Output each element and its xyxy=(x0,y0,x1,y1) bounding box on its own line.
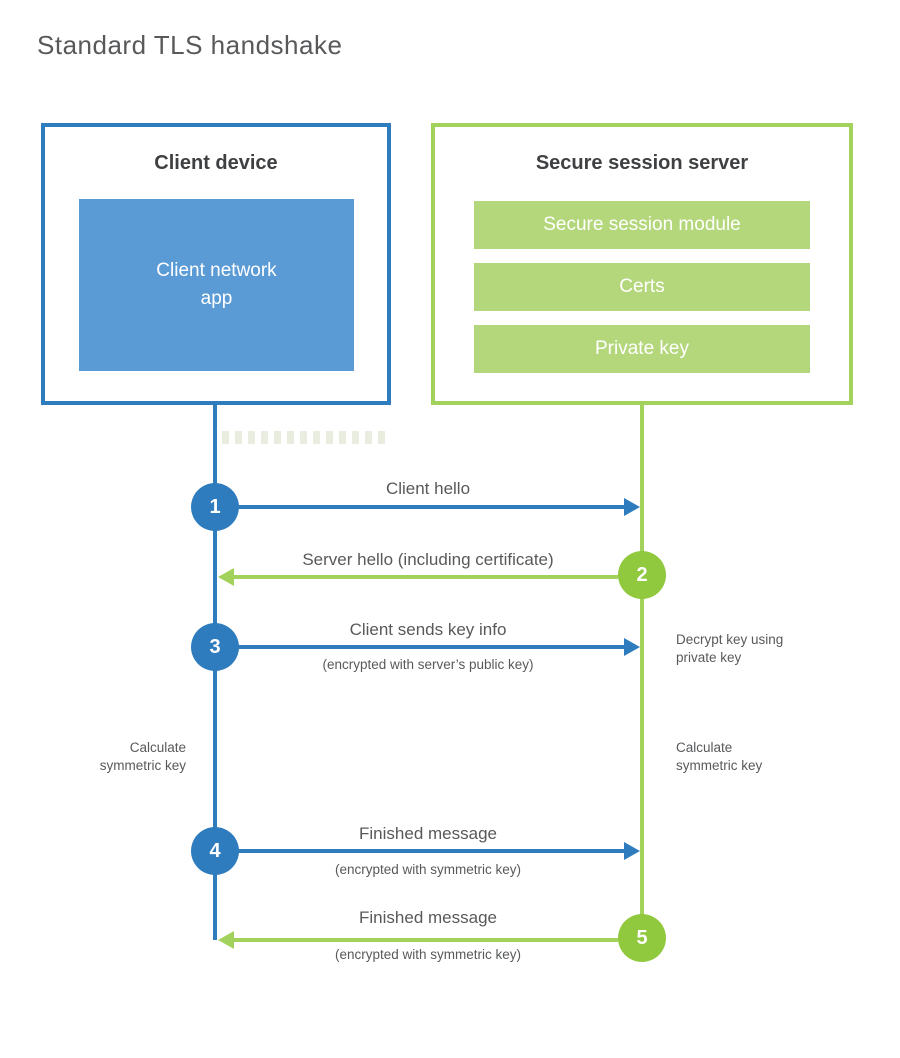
client-network-app-label: Client network app xyxy=(156,260,277,309)
message-sublabel-finished-client: (encrypted with symmetric key) xyxy=(334,862,522,877)
arrowhead-left-icon xyxy=(218,931,234,949)
step-number: 1 xyxy=(209,495,221,518)
message-label-server-hello: Server hello (including certificate) xyxy=(302,550,554,569)
server-module-label: Secure session module xyxy=(543,214,741,235)
note-decrypt-key: Decrypt key using private key xyxy=(676,632,784,665)
step-number: 4 xyxy=(209,839,221,862)
arrow-client-hello xyxy=(215,505,625,509)
client-device-title: Client device xyxy=(154,152,278,174)
arrow-finished-server xyxy=(234,938,618,942)
server-module-private-key: Private key xyxy=(474,325,810,373)
message-sublabel-client-key-info: (encrypted with server’s public key) xyxy=(322,657,534,672)
message-label-finished-server: Finished message xyxy=(359,908,497,927)
server-module-label: Certs xyxy=(619,276,665,297)
step-number: 5 xyxy=(636,926,648,949)
server-module-certs: Certs xyxy=(474,263,810,311)
arrowhead-right-icon xyxy=(624,638,640,656)
arrow-client-key-info xyxy=(215,645,625,649)
server-lifeline xyxy=(640,401,644,961)
step-number: 2 xyxy=(636,563,648,586)
arrowhead-right-icon xyxy=(624,498,640,516)
client-network-app-box: Client network app xyxy=(79,199,354,371)
step-5-badge: 5 xyxy=(618,914,666,962)
arrow-finished-client xyxy=(215,849,625,853)
message-label-client-hello: Client hello xyxy=(385,479,471,498)
arrowhead-right-icon xyxy=(624,842,640,860)
note-calculate-symmetric-key-client: Calculate symmetric key xyxy=(99,740,186,773)
arrowhead-left-icon xyxy=(218,568,234,586)
server-module-label: Private key xyxy=(595,338,689,359)
secure-session-server-title: Secure session server xyxy=(535,152,749,174)
step-4-badge: 4 xyxy=(191,827,239,875)
page-title: Standard TLS handshake xyxy=(37,30,343,60)
step-3-badge: 3 xyxy=(191,623,239,671)
arrow-server-hello xyxy=(234,575,618,579)
step-1-badge: 1 xyxy=(191,483,239,531)
server-module-secure-session-module: Secure session module xyxy=(474,201,810,249)
note-calculate-symmetric-key-server: Calculate symmetric key xyxy=(676,740,763,773)
message-sublabel-finished-server: (encrypted with symmetric key) xyxy=(334,947,522,962)
faded-dashed-line xyxy=(222,431,388,444)
step-2-badge: 2 xyxy=(618,551,666,599)
message-label-finished-client: Finished message xyxy=(359,824,497,843)
message-label-client-key-info: Client sends key info xyxy=(349,620,507,639)
step-number: 3 xyxy=(209,635,221,658)
